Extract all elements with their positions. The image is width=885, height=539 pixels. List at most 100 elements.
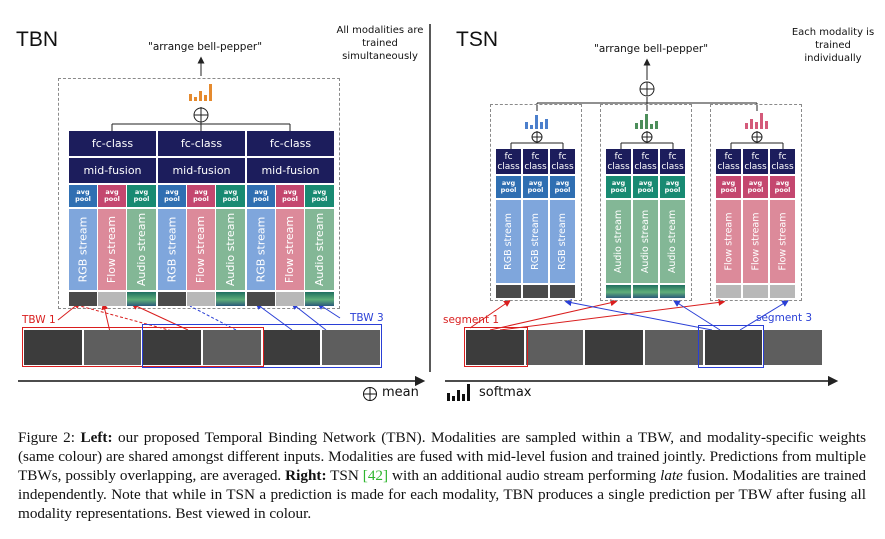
caption-left-label: Left: [80, 429, 113, 446]
tsn-rgb-pool-2: avg pool [523, 176, 548, 198]
video-frame [704, 330, 763, 365]
tbn-audio-stream-2: Audio stream [216, 209, 245, 290]
tsn-video-frames [466, 330, 823, 365]
tsn-rgb-mean-icon [531, 131, 543, 143]
video-frame [585, 330, 644, 365]
tsn-flow-mean-icon [751, 131, 763, 143]
tbn-audio-stream-3: Audio stream [305, 209, 334, 290]
tsn-rgb-stream-1: RGB stream [496, 200, 521, 283]
tsn-mean-icon [639, 81, 655, 97]
tbn-flow-stream-1: Flow stream [98, 209, 126, 290]
tbn-rgb-stream-1: RGB stream [69, 209, 97, 290]
caption-right-text-2: with an additional audio stream performi… [392, 467, 657, 484]
tsn-audio-pool-2: avg pool [633, 176, 658, 198]
segment3-label: segment 3 [756, 312, 813, 324]
tsn-flow-stream-1: Flow stream [716, 200, 741, 283]
tsn-output-label: "arrange bell-pepper" [594, 43, 709, 55]
tsn-rgb-thumb-3 [550, 285, 575, 298]
tsn-rgb-fc-1: fc class [496, 149, 521, 174]
tsn-flow-pool-3: avg pool [770, 176, 795, 198]
video-frame [525, 330, 584, 365]
tsn-flow-thumb-1 [716, 285, 741, 298]
tsn-audio-stream-1: Audio stream [606, 200, 631, 283]
tbn-fc-class-1: fc-class [69, 131, 156, 156]
video-frame [83, 330, 142, 365]
tsn-rgb-thumb-1 [496, 285, 521, 298]
tbn-mid-fusion-1: mid-fusion [69, 158, 156, 183]
tsn-flow-pool-2: avg pool [743, 176, 768, 198]
caption-citation[interactable]: [42] [362, 467, 389, 484]
tsn-rgb-fc-3: fc class [550, 149, 575, 174]
tsn-audio-mean-icon [641, 131, 653, 143]
segment1-label: segment 1 [443, 314, 500, 326]
tsn-flow-thumb-3 [770, 285, 795, 298]
tsn-note: Each modality is trained individually [791, 27, 875, 64]
tbn-flow-thumb-1 [98, 292, 126, 306]
tsn-rgb-pool-1: avg pool [496, 176, 521, 198]
tbw1-window [22, 327, 264, 367]
tsn-audio-pool-3: avg pool [660, 176, 685, 198]
tsn-rgb-stream-2: RGB stream [523, 200, 548, 283]
tsn-audio-thumb-3 [660, 285, 685, 298]
tsn-flow-fc-2: fc class [743, 149, 768, 174]
tbn-audio-pool-2: avg pool [216, 185, 245, 207]
tbn-audio-thumb-3 [305, 292, 334, 306]
segment1-window [464, 327, 528, 367]
tbn-note: All modalities are trained simultaneousl… [336, 25, 424, 62]
video-frame [466, 330, 524, 365]
tbn-flow-pool-2: avg pool [187, 185, 215, 207]
tsn-audio-softmax-icon [635, 114, 658, 129]
video-frame [143, 330, 202, 365]
video-frame [322, 330, 381, 365]
tsn-flow-softmax-icon [745, 113, 768, 129]
video-frame [24, 330, 82, 365]
tbw1-label: TBW 1 [22, 314, 56, 326]
tsn-audio-fc-1: fc class [606, 149, 631, 174]
tsn-rgb-pool-3: avg pool [550, 176, 575, 198]
segment3-window [698, 325, 764, 368]
tbn-mid-fusion-3: mid-fusion [247, 158, 334, 183]
tbn-fc-class-2: fc-class [158, 131, 245, 156]
tsn-flow-fc-1: fc class [716, 149, 741, 174]
tbn-flow-pool-1: avg pool [98, 185, 126, 207]
tsn-title: TSN [456, 28, 498, 51]
tbn-flow-thumb-3 [276, 292, 304, 306]
tbn-rgb-pool-3: avg pool [247, 185, 275, 207]
tsn-audio-stream-2: Audio stream [633, 200, 658, 283]
tbn-flow-thumb-2 [187, 292, 215, 306]
tbn-audio-thumb-2 [216, 292, 245, 306]
video-frame [645, 330, 703, 365]
tbn-audio-pool-3: avg pool [305, 185, 334, 207]
video-frame [203, 330, 261, 365]
tsn-rgb-stream-3: RGB stream [550, 200, 575, 283]
tsn-audio-pool-1: avg pool [606, 176, 631, 198]
tsn-rgb-softmax-icon [525, 115, 548, 129]
tbn-audio-pool-1: avg pool [127, 185, 156, 207]
tsn-flow-fc-3: fc class [770, 149, 795, 174]
tbn-rgb-thumb-2 [158, 292, 186, 306]
video-frame [764, 330, 823, 365]
tsn-audio-fc-2: fc class [633, 149, 658, 174]
caption-figure-number: Figure 2: [18, 429, 75, 446]
tbn-video-frames [24, 330, 381, 365]
tsn-rgb-box [490, 104, 582, 301]
tbn-output-label: "arrange bell-pepper" [148, 41, 263, 53]
tsn-flow-stream-3: Flow stream [770, 200, 795, 283]
caption-late: late [660, 467, 683, 484]
tbn-dashed-box [58, 78, 340, 309]
tbn-title: TBN [16, 28, 58, 51]
tsn-flow-stream-2: Flow stream [743, 200, 768, 283]
caption-right-label: Right: [285, 467, 327, 484]
tbn-fc-class-3: fc-class [247, 131, 334, 156]
tbn-audio-thumb-1 [127, 292, 156, 306]
tbn-mean-icon [193, 107, 209, 123]
mean-legend-icon [363, 387, 377, 401]
tbn-flow-stream-3: Flow stream [276, 209, 304, 290]
video-frame [262, 330, 321, 365]
caption-right-text-3: fusion. Modalities are trained independe… [18, 467, 867, 522]
tsn-audio-thumb-1 [606, 285, 631, 298]
caption-left-text: our proposed Temporal Binding Network (T… [18, 429, 866, 484]
softmax-legend-icon [447, 384, 470, 401]
tsn-flow-thumb-2 [743, 285, 768, 298]
tsn-rgb-fc-2: fc class [523, 149, 548, 174]
